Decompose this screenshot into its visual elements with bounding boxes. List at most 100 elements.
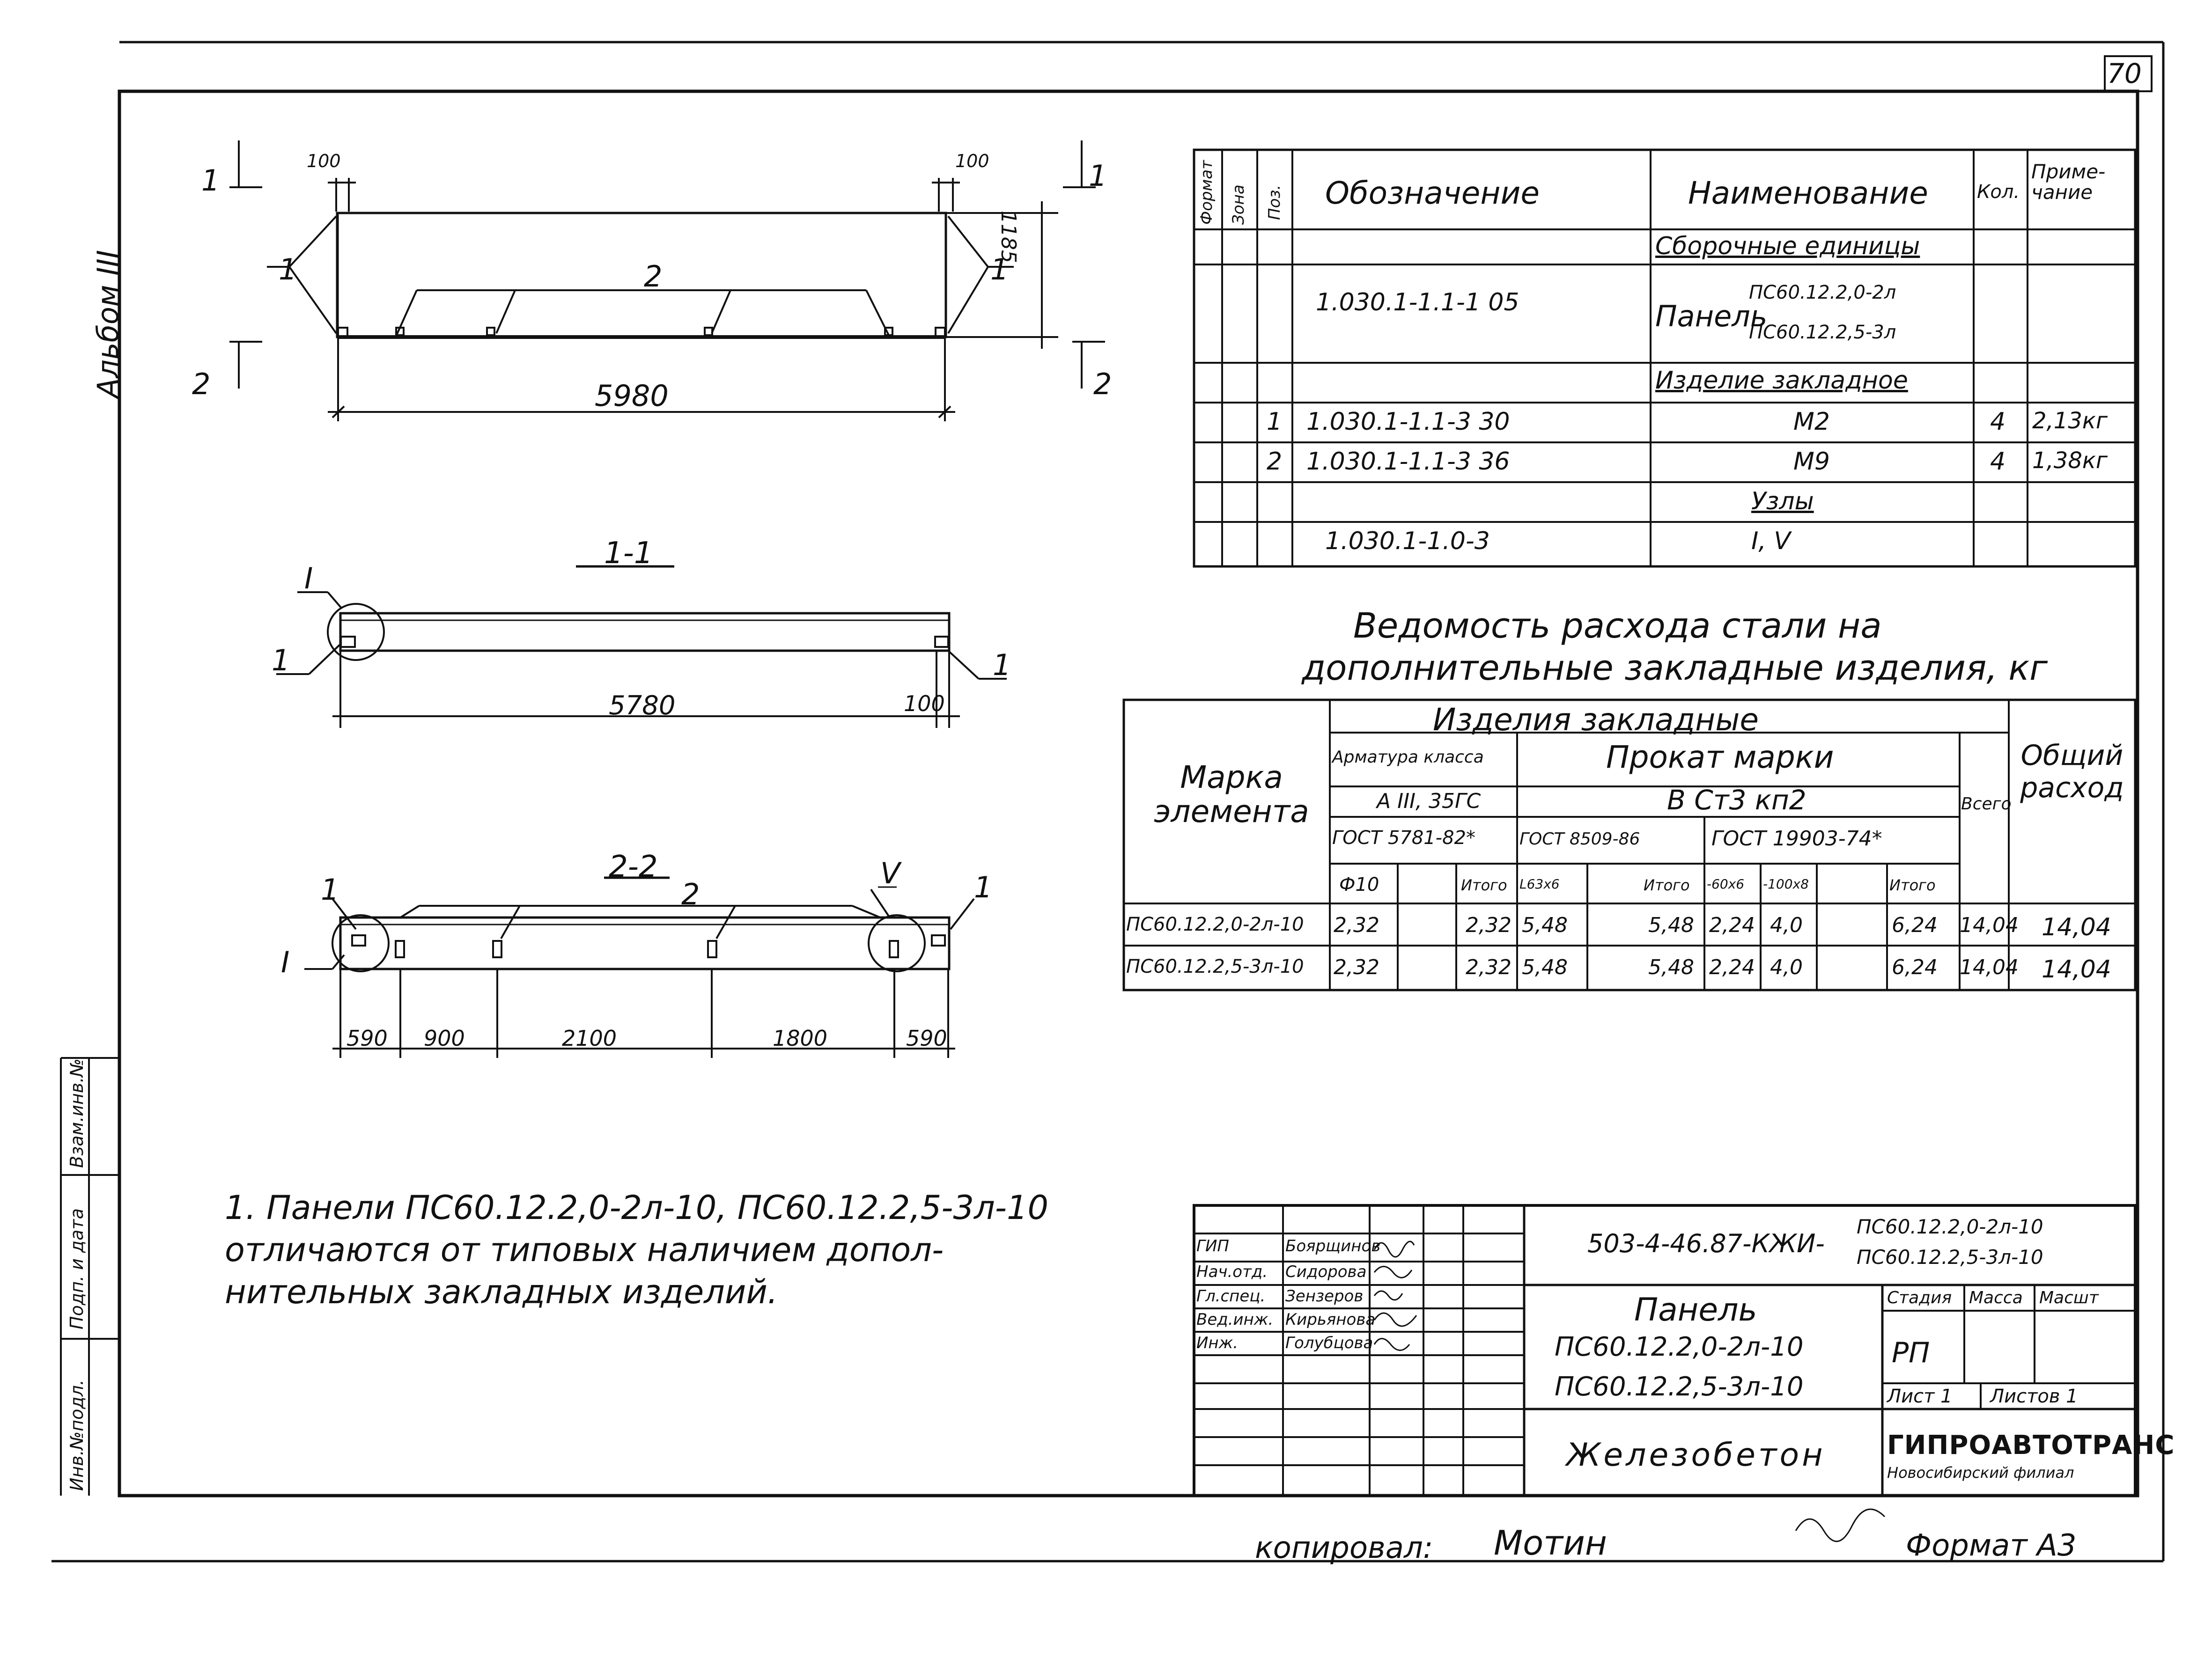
steel-h-all: Всего bbox=[1961, 794, 2012, 814]
steel-row-mark: ПС60.12.2,0-2л-10 bbox=[1126, 914, 1304, 935]
section-2-pos-left: 1 bbox=[321, 873, 339, 907]
spec-row-qty: 4 bbox=[1990, 448, 2006, 476]
section-2-dim: 1800 bbox=[773, 1026, 828, 1051]
stamp-replace-inv: Взам.инв.№ bbox=[66, 1058, 87, 1168]
tb-role: Вед.инж. bbox=[1196, 1310, 1274, 1329]
spec-row-name: М9 bbox=[1793, 448, 1830, 476]
plan-pos-1-right: 1 bbox=[990, 252, 1009, 286]
steel-h-mark: Марка элемента bbox=[1154, 759, 1309, 830]
steel-h-rolled: Прокат марки bbox=[1606, 739, 1834, 775]
steel-row-100x8: 4,0 bbox=[1770, 955, 1803, 979]
section-1-pos-left: 1 bbox=[272, 643, 290, 677]
spec-row-name: I, V bbox=[1751, 527, 1791, 555]
spec-h-format: Формат bbox=[1197, 160, 1216, 225]
plan-dim-top-left: 100 bbox=[307, 151, 341, 171]
section-2-pos-mid: 2 bbox=[681, 877, 700, 911]
spec-row-designation: 1.030.1-1.1-1 05 bbox=[1316, 288, 1519, 316]
tb-name: Боярщинов bbox=[1285, 1237, 1381, 1255]
section-2-dim: 900 bbox=[424, 1026, 465, 1051]
steel-row-grand: 14,04 bbox=[2042, 955, 2111, 984]
tb-sheets: Листов 1 bbox=[1990, 1386, 2078, 1407]
album-label: Альбом III bbox=[91, 250, 125, 398]
spec-h-name: Наименование bbox=[1688, 175, 1928, 211]
tb-org-name: ГИПРОАВТОТРАНС bbox=[1887, 1430, 2175, 1461]
spec-h-note: Приме-чание bbox=[2031, 160, 2106, 204]
tb-doc-code-line1: ПС60.12.2,0-2л-10 bbox=[1857, 1215, 2043, 1238]
tb-role: ГИП bbox=[1196, 1237, 1229, 1255]
copied-by-label: копировал: bbox=[1255, 1531, 1433, 1565]
steel-h-total3: Итого bbox=[1889, 876, 1936, 894]
tb-doc-code: 503-4-46.87-КЖИ- bbox=[1587, 1229, 1825, 1258]
steel-h-gost2: ГОСТ 8509-86 bbox=[1519, 830, 1640, 849]
tb-product-line1: ПС60.12.2,0-2л-10 bbox=[1555, 1332, 1804, 1362]
plan-pos-1-left: 1 bbox=[279, 252, 297, 286]
section-1-dim-length: 5780 bbox=[609, 690, 676, 721]
steel-h-rebar-class: Арматура класса bbox=[1332, 748, 1484, 767]
format-label: Формат А3 bbox=[1906, 1528, 2077, 1563]
tb-stage-value: РП bbox=[1892, 1336, 1930, 1369]
steel-h-rolled-grade: В Ст3 кп2 bbox=[1667, 784, 1806, 816]
steel-row-l63: 5,48 bbox=[1522, 955, 1568, 979]
tb-doc-code-line2: ПС60.12.2,5-3л-10 bbox=[1857, 1246, 2043, 1269]
spec-h-pos: Поз. bbox=[1265, 184, 1284, 220]
steel-title-line2: дополнительные закладные изделия, кг bbox=[1302, 648, 2048, 688]
steel-h-total2: Итого bbox=[1644, 876, 1690, 894]
steel-row-grand: 14,04 bbox=[2042, 913, 2111, 941]
tb-name: Сидорова bbox=[1285, 1263, 1367, 1281]
steel-h-l63: L63x6 bbox=[1519, 876, 1560, 892]
note-line-3: нительных закладных изделий. bbox=[225, 1273, 778, 1311]
section-mark-2-left: 2 bbox=[192, 367, 211, 401]
steel-row-total2: 5,48 bbox=[1648, 955, 1694, 979]
section-mark-1-left: 1 bbox=[201, 163, 220, 198]
spec-row-name: Узлы bbox=[1751, 487, 1814, 515]
steel-row-all: 14,04 bbox=[1960, 955, 2019, 979]
tb-role: Гл.спец. bbox=[1196, 1287, 1266, 1306]
tb-role: Нач.отд. bbox=[1196, 1263, 1268, 1281]
spec-row-note: 2,13кг bbox=[2032, 408, 2108, 434]
steel-h-gost1: ГОСТ 5781-82* bbox=[1332, 827, 1475, 849]
section-1-title: 1-1 bbox=[604, 536, 653, 571]
steel-row-all: 14,04 bbox=[1960, 913, 2019, 937]
note-line-2: отличаются от типовых наличием допол- bbox=[225, 1231, 944, 1269]
spec-h-zone: Зона bbox=[1229, 184, 1248, 225]
spec-row-designation: 1.030.1-1.1-3 30 bbox=[1306, 408, 1510, 436]
tb-scale-header: Масшт bbox=[2039, 1288, 2099, 1307]
tb-role: Инж. bbox=[1196, 1334, 1239, 1352]
section-1-dim-end: 100 bbox=[904, 691, 945, 716]
tb-product: Панель bbox=[1634, 1292, 1757, 1329]
steel-title-line1: Ведомость расхода стали на bbox=[1353, 606, 1882, 646]
section-2-pos-right: 1 bbox=[974, 870, 993, 904]
steel-h-total1: Итого bbox=[1461, 876, 1507, 894]
steel-row-total3: 6,24 bbox=[1892, 913, 1938, 937]
steel-h-grand: Общий расход bbox=[2020, 739, 2124, 804]
note-line-1: 1. Панели ПС60.12.2,0-2л-10, ПС60.12.2,5… bbox=[225, 1189, 1049, 1227]
spec-h-qty: Кол. bbox=[1977, 181, 2020, 203]
steel-row-60x6: 2,24 bbox=[1709, 955, 1755, 979]
spec-row-pos: 2 bbox=[1267, 448, 1283, 476]
steel-row-mark: ПС60.12.2,5-3л-10 bbox=[1126, 956, 1304, 977]
steel-row-total2: 5,48 bbox=[1648, 913, 1694, 937]
tb-product-line2: ПС60.12.2,5-3л-10 bbox=[1555, 1372, 1804, 1402]
section-1-node: I bbox=[304, 561, 313, 595]
section-2-dim: 2100 bbox=[562, 1026, 617, 1051]
steel-row-100x8: 4,0 bbox=[1770, 913, 1803, 937]
copied-by-signature: Мотин bbox=[1494, 1523, 1607, 1563]
section-2-dim: 590 bbox=[906, 1026, 947, 1051]
spec-row-designation: 1.030.1-1.1-3 36 bbox=[1306, 448, 1510, 476]
steel-h-100x8: -100x8 bbox=[1763, 876, 1809, 892]
steel-h-items: Изделия закладные bbox=[1433, 702, 1759, 738]
spec-row-designation: 1.030.1-1.0-3 bbox=[1325, 527, 1490, 555]
spec-row-qty: 4 bbox=[1990, 408, 2006, 436]
steel-row-phi10: 2,32 bbox=[1334, 913, 1379, 937]
tb-mass-header: Масса bbox=[1969, 1288, 2023, 1307]
spec-row-name-mark-2: ПС60.12.2,5-3л bbox=[1749, 322, 1896, 343]
tb-material: Железобетон bbox=[1566, 1437, 1826, 1474]
section-mark-2-right: 2 bbox=[1093, 367, 1112, 401]
steel-row-60x6: 2,24 bbox=[1709, 913, 1755, 937]
tb-stage-header: Стадия bbox=[1887, 1288, 1952, 1307]
steel-h-phi10: Ф10 bbox=[1339, 874, 1379, 896]
steel-h-60x6: -60x6 bbox=[1707, 876, 1745, 892]
spec-row-name: Сборочные единицы bbox=[1655, 232, 1920, 260]
